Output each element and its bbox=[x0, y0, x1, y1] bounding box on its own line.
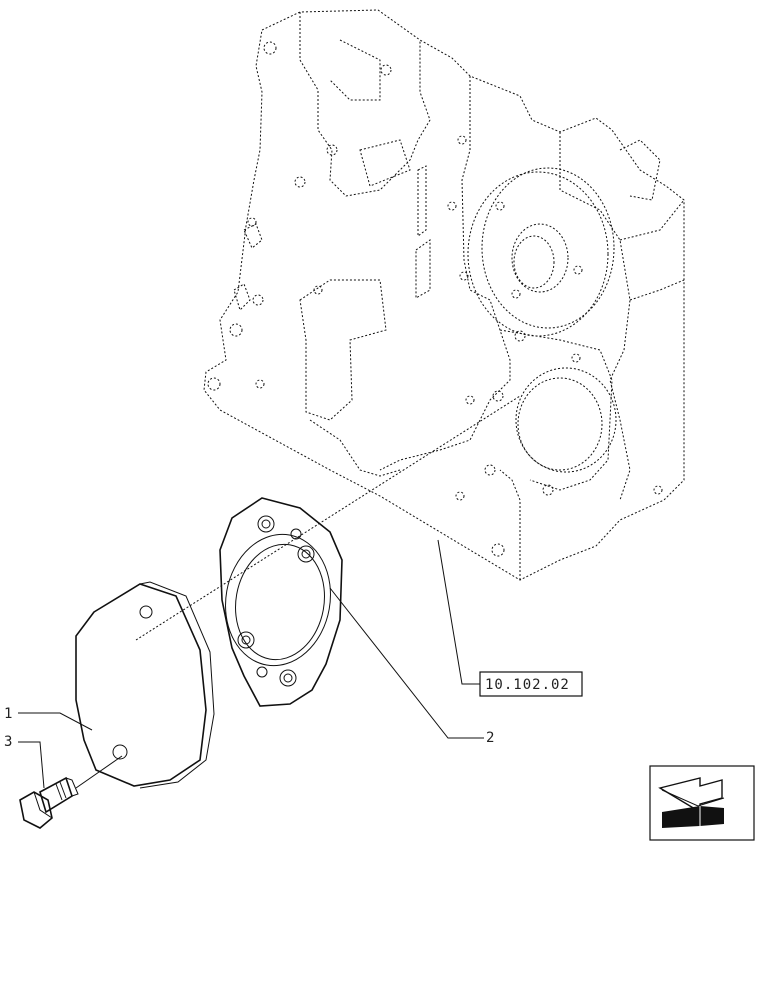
reference-link-10-102-02[interactable]: 10.102.02 bbox=[479, 671, 583, 697]
callout-3-label: 3 bbox=[4, 734, 12, 750]
cover-plate-part-1 bbox=[75, 581, 215, 789]
callout-leaders bbox=[18, 539, 484, 789]
gear-housing-phantom bbox=[203, 9, 685, 581]
callout-1-label: 1 bbox=[4, 706, 12, 722]
bolt-part-3 bbox=[19, 776, 79, 829]
gasket-part-2 bbox=[219, 497, 343, 707]
reference-link-text[interactable]: 10.102.02 bbox=[485, 677, 570, 693]
previous-page-arrow-icon[interactable] bbox=[649, 765, 755, 841]
callout-2-label: 2 bbox=[486, 730, 494, 746]
